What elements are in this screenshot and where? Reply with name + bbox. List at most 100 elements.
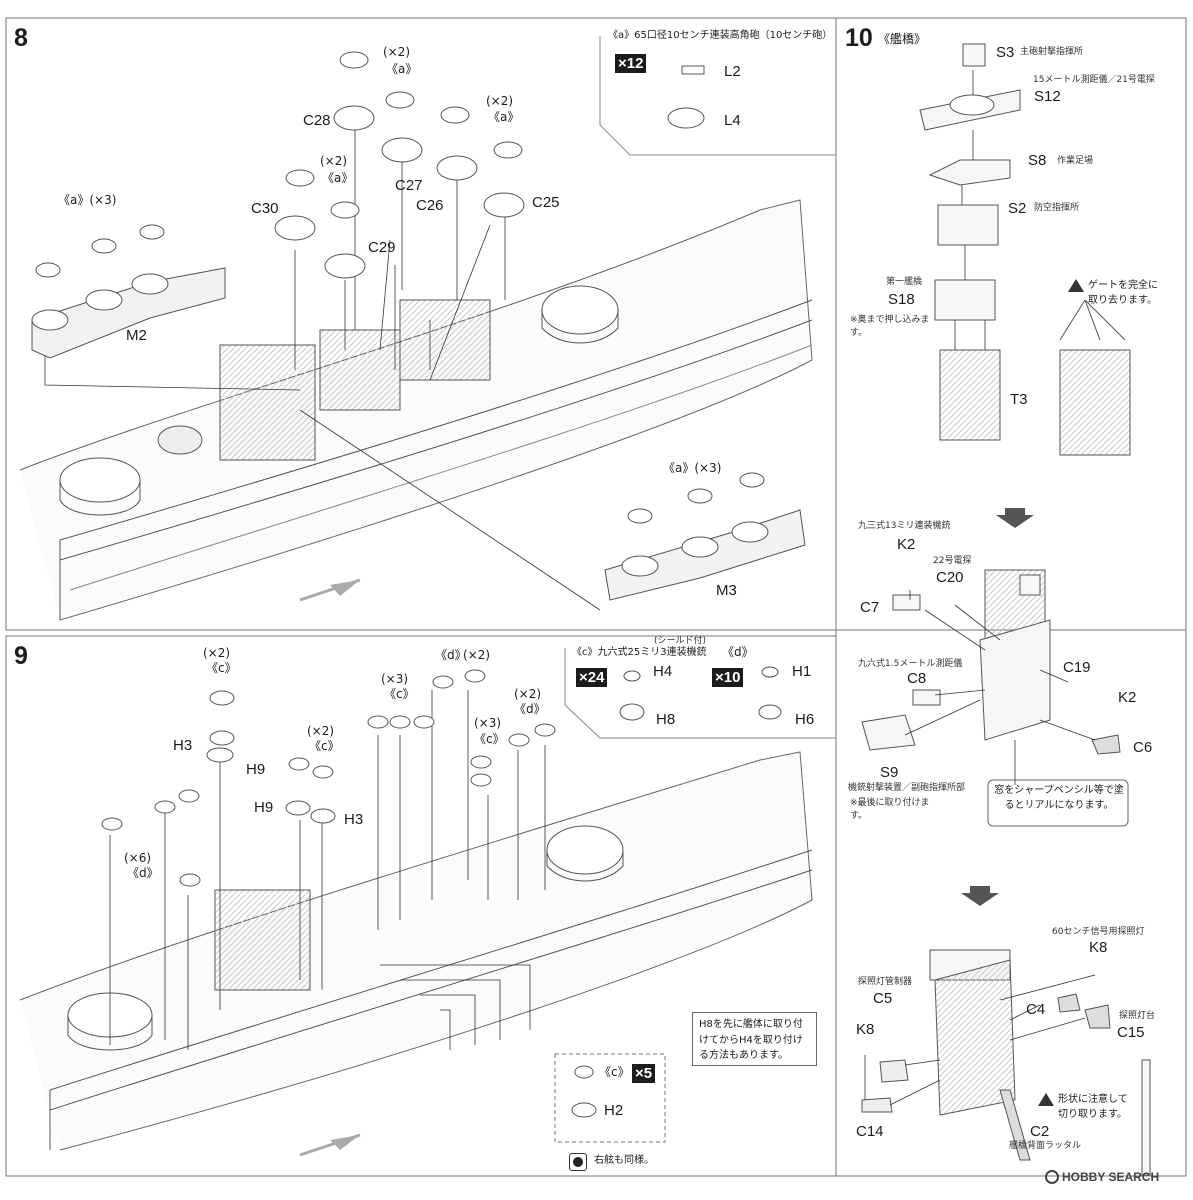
sub-unit-c: 《c》 bbox=[599, 1065, 630, 1079]
shape-warning: 形状に注意して切り取ります。 bbox=[1058, 1094, 1128, 1120]
part-k8-left-label: K8 bbox=[856, 1021, 875, 1038]
part-l2-label: L2 bbox=[724, 63, 741, 80]
bridge-assembly-mid bbox=[861, 569, 1121, 755]
part-k2b-label: K2 bbox=[1118, 689, 1137, 706]
part-l4-label: L4 bbox=[724, 112, 741, 129]
part-s2-label: S2 bbox=[1008, 200, 1027, 217]
part-c14-label: C14 bbox=[856, 1123, 884, 1140]
step8-inset-title: 《a》65口径10センチ連装高角砲（10センチ砲） bbox=[608, 30, 833, 41]
part-s9-label: S9 bbox=[880, 764, 899, 781]
step-9-number: 9 bbox=[14, 642, 28, 670]
part-k8-top-label: K8 bbox=[1089, 939, 1108, 956]
part-s12-desc: 15メートル測距儀／21号電探 bbox=[1033, 75, 1155, 85]
part-s3-desc: 主砲射撃指揮所 bbox=[1020, 47, 1084, 57]
c20-desc: 22号電探 bbox=[933, 556, 972, 566]
part-h9-b-label: H9 bbox=[254, 799, 274, 816]
part-c19-label: C19 bbox=[1063, 659, 1091, 676]
step9-qty-d: ×10 bbox=[712, 668, 744, 687]
warning-icon-shape bbox=[1038, 1093, 1054, 1106]
part-s8-label: S8 bbox=[1028, 152, 1047, 169]
step9-note-box: H8を先に艦体に取り付けてからH4を取り付ける方法もあります。 bbox=[692, 1012, 817, 1066]
part-c15-label: C15 bbox=[1117, 1024, 1145, 1041]
sub-qty: ×5 bbox=[632, 1064, 656, 1083]
unit-d1: 《d》 bbox=[435, 648, 467, 662]
unit-c2: 《c》 bbox=[309, 739, 340, 753]
unit-d3: 《d》 bbox=[127, 866, 159, 880]
qty-x2-d2: (×2) bbox=[514, 687, 542, 701]
k8-desc: 60センチ信号用探照灯 bbox=[1052, 927, 1145, 937]
unit-a-x3: 《a》(×3) bbox=[58, 193, 117, 207]
step8-inset-quantity: ×12 bbox=[615, 54, 647, 73]
part-s2-desc: 防空指揮所 bbox=[1034, 203, 1080, 213]
part-m2-label: M2 bbox=[126, 327, 147, 344]
unit-c1: 《c》 bbox=[206, 661, 237, 675]
bridge-assembly-bottom bbox=[861, 949, 1151, 1176]
window-note: 窓をシャープペンシル等で塗るとリアルになります。 bbox=[994, 785, 1124, 811]
part-s18-label: S18 bbox=[888, 291, 915, 308]
part-c6-label: C6 bbox=[1133, 739, 1153, 756]
mirror-note: 右舷も同様。 bbox=[594, 1155, 654, 1166]
qty-x2-c: (×2) bbox=[320, 154, 348, 168]
part-c5-label: C5 bbox=[873, 990, 893, 1007]
part-c27-label: C27 bbox=[395, 177, 423, 194]
qty-x2-d1: (×2) bbox=[463, 648, 491, 662]
part-c30-label: C30 bbox=[251, 200, 279, 217]
part-h3-a-label: H3 bbox=[173, 737, 193, 754]
part-m3-label: M3 bbox=[716, 582, 737, 599]
unit-a-m3: 《a》(×3) bbox=[663, 461, 722, 475]
qty-x2-c1: (×2) bbox=[203, 646, 231, 660]
step9-qty-c: ×24 bbox=[576, 668, 608, 687]
step9-inset-title-c: 《c》九六式25ミリ3連装機銃 bbox=[572, 647, 707, 658]
qty-x3-c4: (×3) bbox=[474, 716, 502, 730]
qty-x2-a: (×2) bbox=[383, 45, 411, 59]
part-c7-label: C7 bbox=[860, 599, 880, 616]
warning-icon bbox=[1068, 279, 1084, 292]
bridge-assembly-top bbox=[919, 43, 1131, 456]
s9-note: ※最後に取り付けます。 bbox=[850, 798, 930, 821]
part-h6-label: H6 bbox=[795, 711, 815, 728]
part-c29-label: C29 bbox=[368, 239, 396, 256]
s9-desc: 機銃射撃装置／副砲指揮所部 bbox=[848, 783, 966, 793]
part-s3-label: S3 bbox=[996, 44, 1015, 61]
part-c26-label: C26 bbox=[416, 197, 444, 214]
part-s12-label: S12 bbox=[1034, 88, 1061, 105]
part-c25-label: C25 bbox=[532, 194, 560, 211]
step9-inset-subtitle: (シールド付) bbox=[654, 636, 707, 646]
unit-c4: 《c》 bbox=[474, 732, 505, 746]
c2-desc: 艦橋背面ラッタル bbox=[1009, 1141, 1082, 1151]
unit-a-c: 《a》 bbox=[322, 171, 354, 185]
gate-warning: ゲートを完全に取り去ります。 bbox=[1088, 280, 1158, 306]
s18-note: ※奥まで押し込みます。 bbox=[850, 315, 930, 338]
qty-x3-c3: (×3) bbox=[381, 672, 409, 686]
part-h8-label: H8 bbox=[656, 711, 676, 728]
mirror-symbol-icon bbox=[569, 1153, 587, 1171]
qty-x6: (×6) bbox=[124, 851, 152, 865]
k2-desc: 九三式13ミリ連装機銃 bbox=[858, 521, 951, 531]
step9-inset-title-d: 《d》 bbox=[722, 645, 754, 659]
qty-x2-b: (×2) bbox=[486, 94, 514, 108]
part-c20-label: C20 bbox=[936, 569, 964, 586]
part-c28-label: C28 bbox=[303, 112, 331, 129]
hobby-search-logo-icon bbox=[1045, 1170, 1059, 1184]
part-h3-b-label: H3 bbox=[344, 811, 364, 828]
part-s18-desc: 第一艦橋 bbox=[886, 277, 923, 287]
part-c8-label: C8 bbox=[907, 670, 927, 687]
unit-a-a: 《a》 bbox=[386, 62, 418, 76]
part-c4-label: C4 bbox=[1026, 1001, 1046, 1018]
c15-desc: 探照灯台 bbox=[1119, 1011, 1156, 1021]
step-10-number: 10 bbox=[845, 24, 873, 52]
qty-x2-c2: (×2) bbox=[307, 724, 335, 738]
m3-platform-shape bbox=[604, 509, 806, 601]
part-k2-label: K2 bbox=[897, 536, 916, 553]
part-s8-desc: 作業足場 bbox=[1057, 156, 1094, 166]
part-h4-label: H4 bbox=[653, 663, 673, 680]
step-8-number: 8 bbox=[14, 24, 28, 52]
step9-ship-hull bbox=[19, 751, 813, 1157]
unit-c3: 《c》 bbox=[384, 687, 415, 701]
part-h9-a-label: H9 bbox=[246, 761, 266, 778]
part-c2-label: C2 bbox=[1030, 1123, 1050, 1140]
c5-desc: 探照灯管制器 bbox=[858, 977, 913, 987]
c8-desc: 九六式1.5メートル測距儀 bbox=[858, 659, 963, 669]
part-t3-label: T3 bbox=[1010, 391, 1028, 408]
